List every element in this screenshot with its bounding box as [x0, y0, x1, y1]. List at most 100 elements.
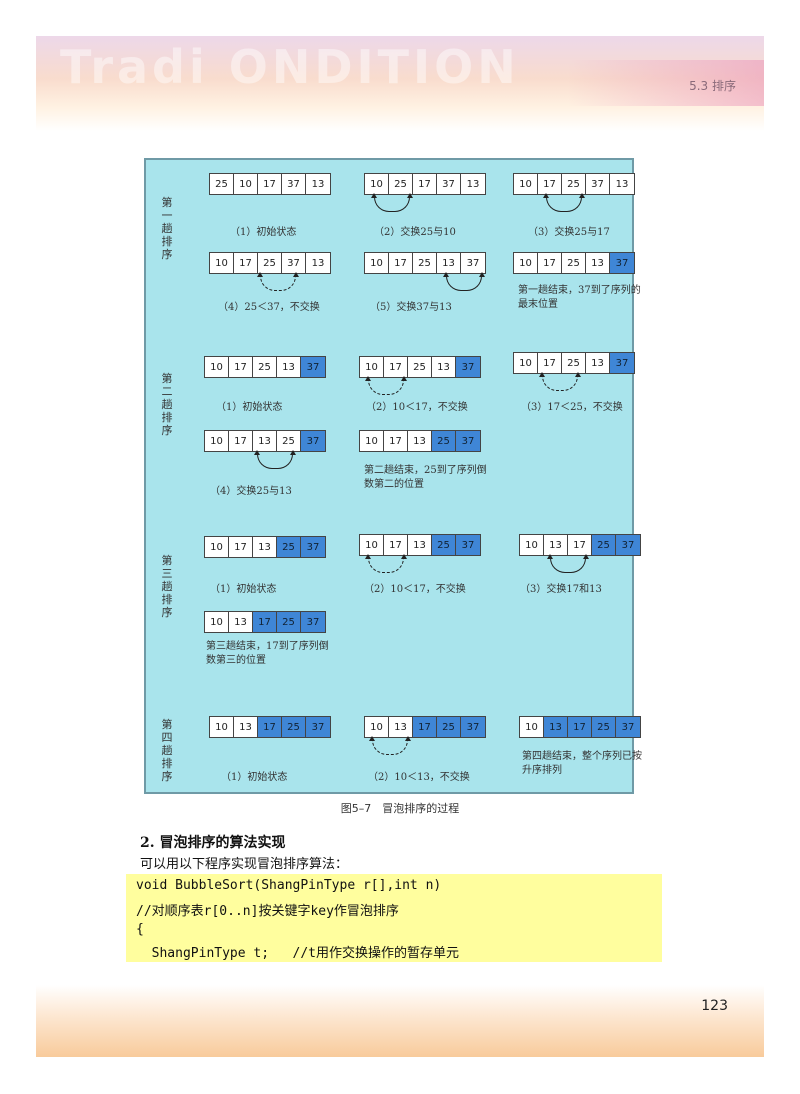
array-cell: 10 [360, 535, 384, 555]
array-cell: 37 [616, 535, 640, 555]
array-cell: 25 [592, 535, 616, 555]
array-cell: 13 [466, 178, 480, 190]
pass-label-1: 第一趟排序 [161, 196, 173, 261]
array-cell: 17 [229, 357, 253, 377]
array-cell: 37 [456, 535, 480, 555]
step-caption: （1）初始状态 [221, 772, 288, 783]
running-header-section: 5.3 排序 [689, 79, 736, 93]
array-cell: 25 [277, 612, 301, 632]
array-cell: 10 [234, 174, 258, 194]
array-cell: 25 [408, 357, 432, 377]
array-cell: 17 [413, 174, 437, 194]
step-caption: （2）10＜13，不交换 [368, 772, 470, 783]
array-cell: 13 [544, 535, 568, 555]
array-cell: 17 [234, 253, 258, 273]
array-cell: 37 [461, 717, 485, 737]
array-cell: 37 [282, 253, 306, 273]
step-caption: （3）17＜25，不交换 [521, 402, 623, 413]
compare-arrow [539, 372, 581, 391]
array-cell: 10 [514, 174, 538, 194]
array-cell: 25 [277, 537, 301, 557]
code-block: void BubbleSort(ShangPinType r[],int n) … [126, 874, 662, 962]
array-cell: 37 [586, 174, 610, 194]
compare-arrow [365, 554, 407, 573]
pass-end-note: 第一趟结束，37到了序列的最末位置 [518, 285, 641, 310]
array-cell: 10 [365, 717, 389, 737]
step-caption: （2）10＜17，不交换 [364, 584, 466, 595]
step-caption: （5）交换37与13 [370, 302, 452, 313]
compare-arrow [365, 376, 407, 395]
array-cell: 37 [610, 353, 634, 373]
array-cell: 10 [205, 431, 229, 451]
array-cell: 13 [389, 717, 413, 737]
array-cell: 25 [437, 717, 461, 737]
swap-arrow [543, 193, 585, 212]
array-cell: 13 [544, 717, 568, 737]
array-cell: 25 [389, 174, 413, 194]
array-cell: 13 [586, 353, 610, 373]
array-cell: 37 [437, 174, 461, 194]
array-cell: 10 [210, 253, 234, 273]
figure-caption: 图5–7 冒泡排序的过程 [340, 802, 460, 815]
array-cell: 10 [365, 253, 389, 273]
array-cell: 17 [384, 357, 408, 377]
step-caption: （2）10＜17，不交换 [366, 402, 468, 413]
array-cell: 10 [205, 357, 229, 377]
array-cell: 10 [520, 535, 544, 555]
array-cell: 37 [301, 357, 325, 377]
array-cell: 13 [408, 431, 432, 451]
array-cell: 17 [229, 431, 253, 451]
array-cell: 10 [360, 431, 384, 451]
header-watermark-text: Tradi ONDITION [60, 40, 520, 94]
pass-end-note: 第四趟结束，整个序列已按升序排列 [522, 751, 642, 776]
array-cell: 37 [610, 253, 634, 273]
step-caption: （3）交换17和13 [520, 584, 602, 595]
array-cell: 25 [210, 174, 234, 194]
array-cell: 13 [615, 178, 629, 190]
array-cell: 10 [205, 537, 229, 557]
array-cell: 37 [456, 357, 480, 377]
array-cell: 10 [205, 612, 229, 632]
array-cell: 37 [282, 174, 306, 194]
swap-arrow [254, 450, 296, 469]
array-cell: 25 [562, 253, 586, 273]
footer-banner [36, 985, 764, 1057]
array-cell: 17 [229, 537, 253, 557]
pass-end-note: 第三趟结束，17到了序列倒数第三的位置 [206, 641, 329, 666]
array-cell: 25 [562, 174, 586, 194]
array-cell: 25 [432, 431, 456, 451]
step-caption: （1）初始状态 [230, 227, 297, 238]
array-cell: 17 [538, 353, 562, 373]
array-cell: 17 [568, 717, 592, 737]
array-cell: 37 [301, 612, 325, 632]
array-cell: 37 [301, 431, 325, 451]
array-cell: 17 [568, 535, 592, 555]
array-cell: 25 [432, 535, 456, 555]
swap-arrow [547, 554, 589, 573]
header-accent [568, 60, 764, 106]
array-cell: 13 [253, 431, 277, 451]
array-cell: 25 [592, 717, 616, 737]
step-caption: （3）交换25与17 [528, 227, 610, 238]
array-cell: 10 [514, 253, 538, 273]
array-cell: 13 [437, 253, 461, 273]
array-cell: 17 [258, 717, 282, 737]
section-heading: 2. 冒泡排序的算法实现 [140, 835, 286, 851]
array-cell: 25 [562, 353, 586, 373]
array-cell: 13 [311, 257, 325, 269]
